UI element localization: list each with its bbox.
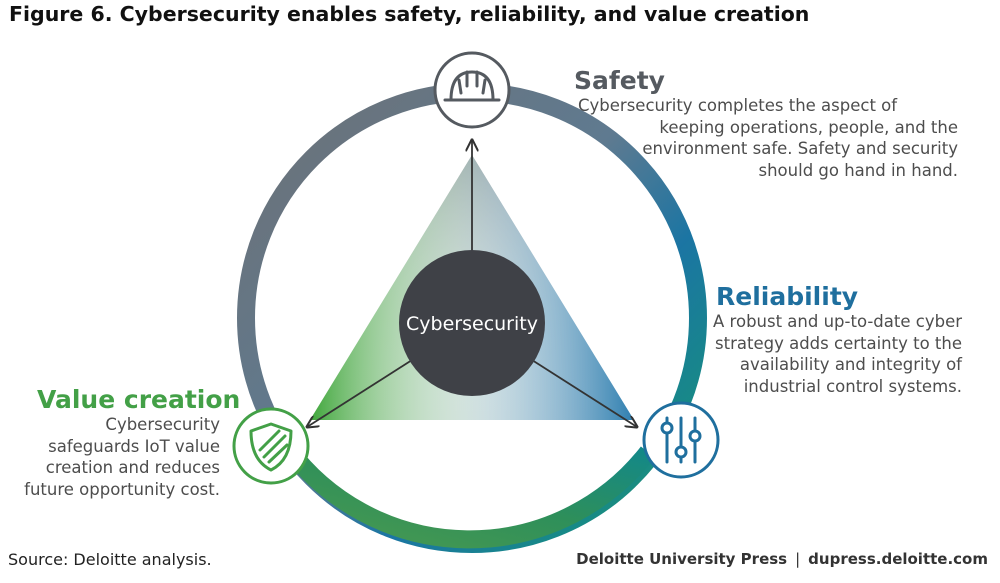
safety-line: environment safe. Safety and security: [642, 139, 958, 158]
reliability-heading: Reliability: [716, 282, 859, 311]
value-creation-line: creation and reduces: [45, 458, 220, 477]
shield-icon: [249, 422, 293, 472]
reliability-line: industrial control systems.: [743, 376, 962, 396]
safety-heading: Safety: [574, 66, 665, 95]
footer-separator: |: [795, 550, 801, 568]
source-note: Source: Deloitte analysis.: [8, 550, 212, 569]
sliders-icon: [660, 416, 702, 464]
reliability-line: availability and integrity of: [739, 355, 962, 374]
cycle-ring-bottom: [280, 442, 656, 549]
center-label: Cybersecurity: [406, 313, 538, 335]
arrow-to-reliability: [531, 359, 637, 427]
reliability-line: strategy adds certainty to the: [715, 333, 962, 353]
publisher-url: dupress.deloitte.com: [808, 550, 988, 568]
value-creation-description: Cybersecurity safeguards IoT value creat…: [6, 414, 220, 500]
value-creation-node: [232, 407, 310, 485]
safety-description: Cybersecurity completes the aspect of ke…: [578, 95, 958, 181]
center-circle: [399, 250, 545, 396]
publisher-name: Deloitte University Press: [576, 550, 788, 568]
value-creation-line: Cybersecurity: [105, 415, 220, 434]
value-creation-heading: Value creation: [37, 385, 241, 414]
reliability-line: A robust and up-to-date cyber: [713, 312, 962, 331]
value-creation-line: safeguards IoT value: [48, 436, 220, 456]
safety-node: [433, 51, 511, 129]
reliability-description: A robust and up-to-date cyber strategy a…: [662, 311, 962, 397]
figure-title: Figure 6. Cybersecurity enables safety, …: [9, 2, 810, 26]
reliability-node: [642, 401, 720, 479]
arrow-to-value-creation: [307, 359, 413, 427]
hard-hat-icon: [443, 70, 501, 102]
value-creation-line: future opportunity cost.: [24, 479, 220, 499]
safety-line: Cybersecurity completes the aspect of: [578, 96, 898, 115]
publisher-credit: Deloitte University Press | dupress.deloit…: [576, 550, 988, 568]
safety-line: keeping operations, people, and the: [659, 117, 958, 137]
safety-line: should go hand in hand.: [758, 160, 959, 180]
